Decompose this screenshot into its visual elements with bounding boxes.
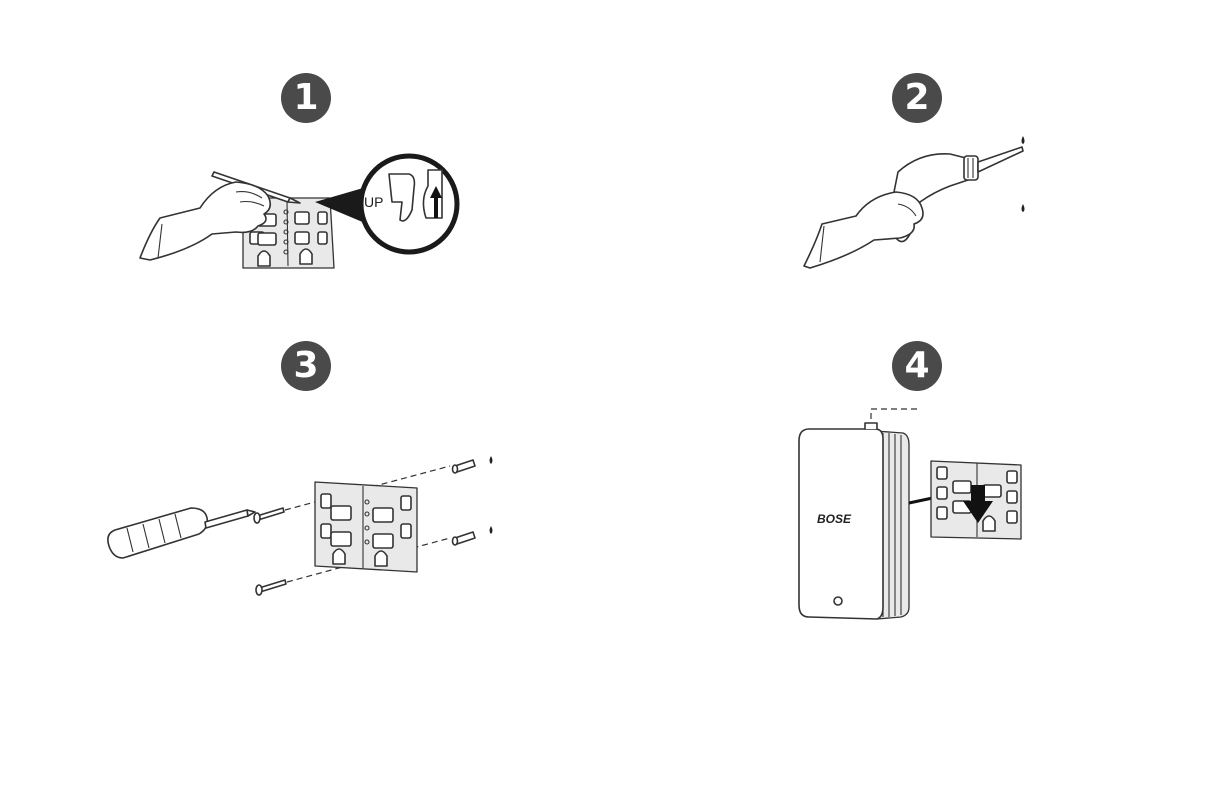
step-2-illustration	[800, 130, 1040, 280]
step-1-number-badge: 1	[281, 73, 331, 123]
screwdriver	[108, 508, 255, 558]
step-2-number-badge: 2	[892, 73, 942, 123]
screw-lower	[256, 580, 286, 595]
step-4-illustration: BOSE	[795, 405, 1035, 635]
wall-anchor-lower	[453, 526, 493, 545]
step-1-illustration: UP	[140, 140, 480, 280]
up-label: UP	[364, 194, 383, 210]
hand	[804, 192, 923, 268]
bose-logo: BOSE	[817, 512, 852, 526]
step-4-number-badge: 4	[892, 341, 942, 391]
wall-bracket	[315, 482, 417, 572]
wall-anchor-upper	[453, 456, 493, 473]
step-3-number-badge: 3	[281, 341, 331, 391]
step-3-illustration	[105, 450, 505, 600]
screw-upper	[254, 508, 284, 523]
dashed-indicator	[871, 409, 917, 429]
amplifier	[799, 423, 909, 619]
